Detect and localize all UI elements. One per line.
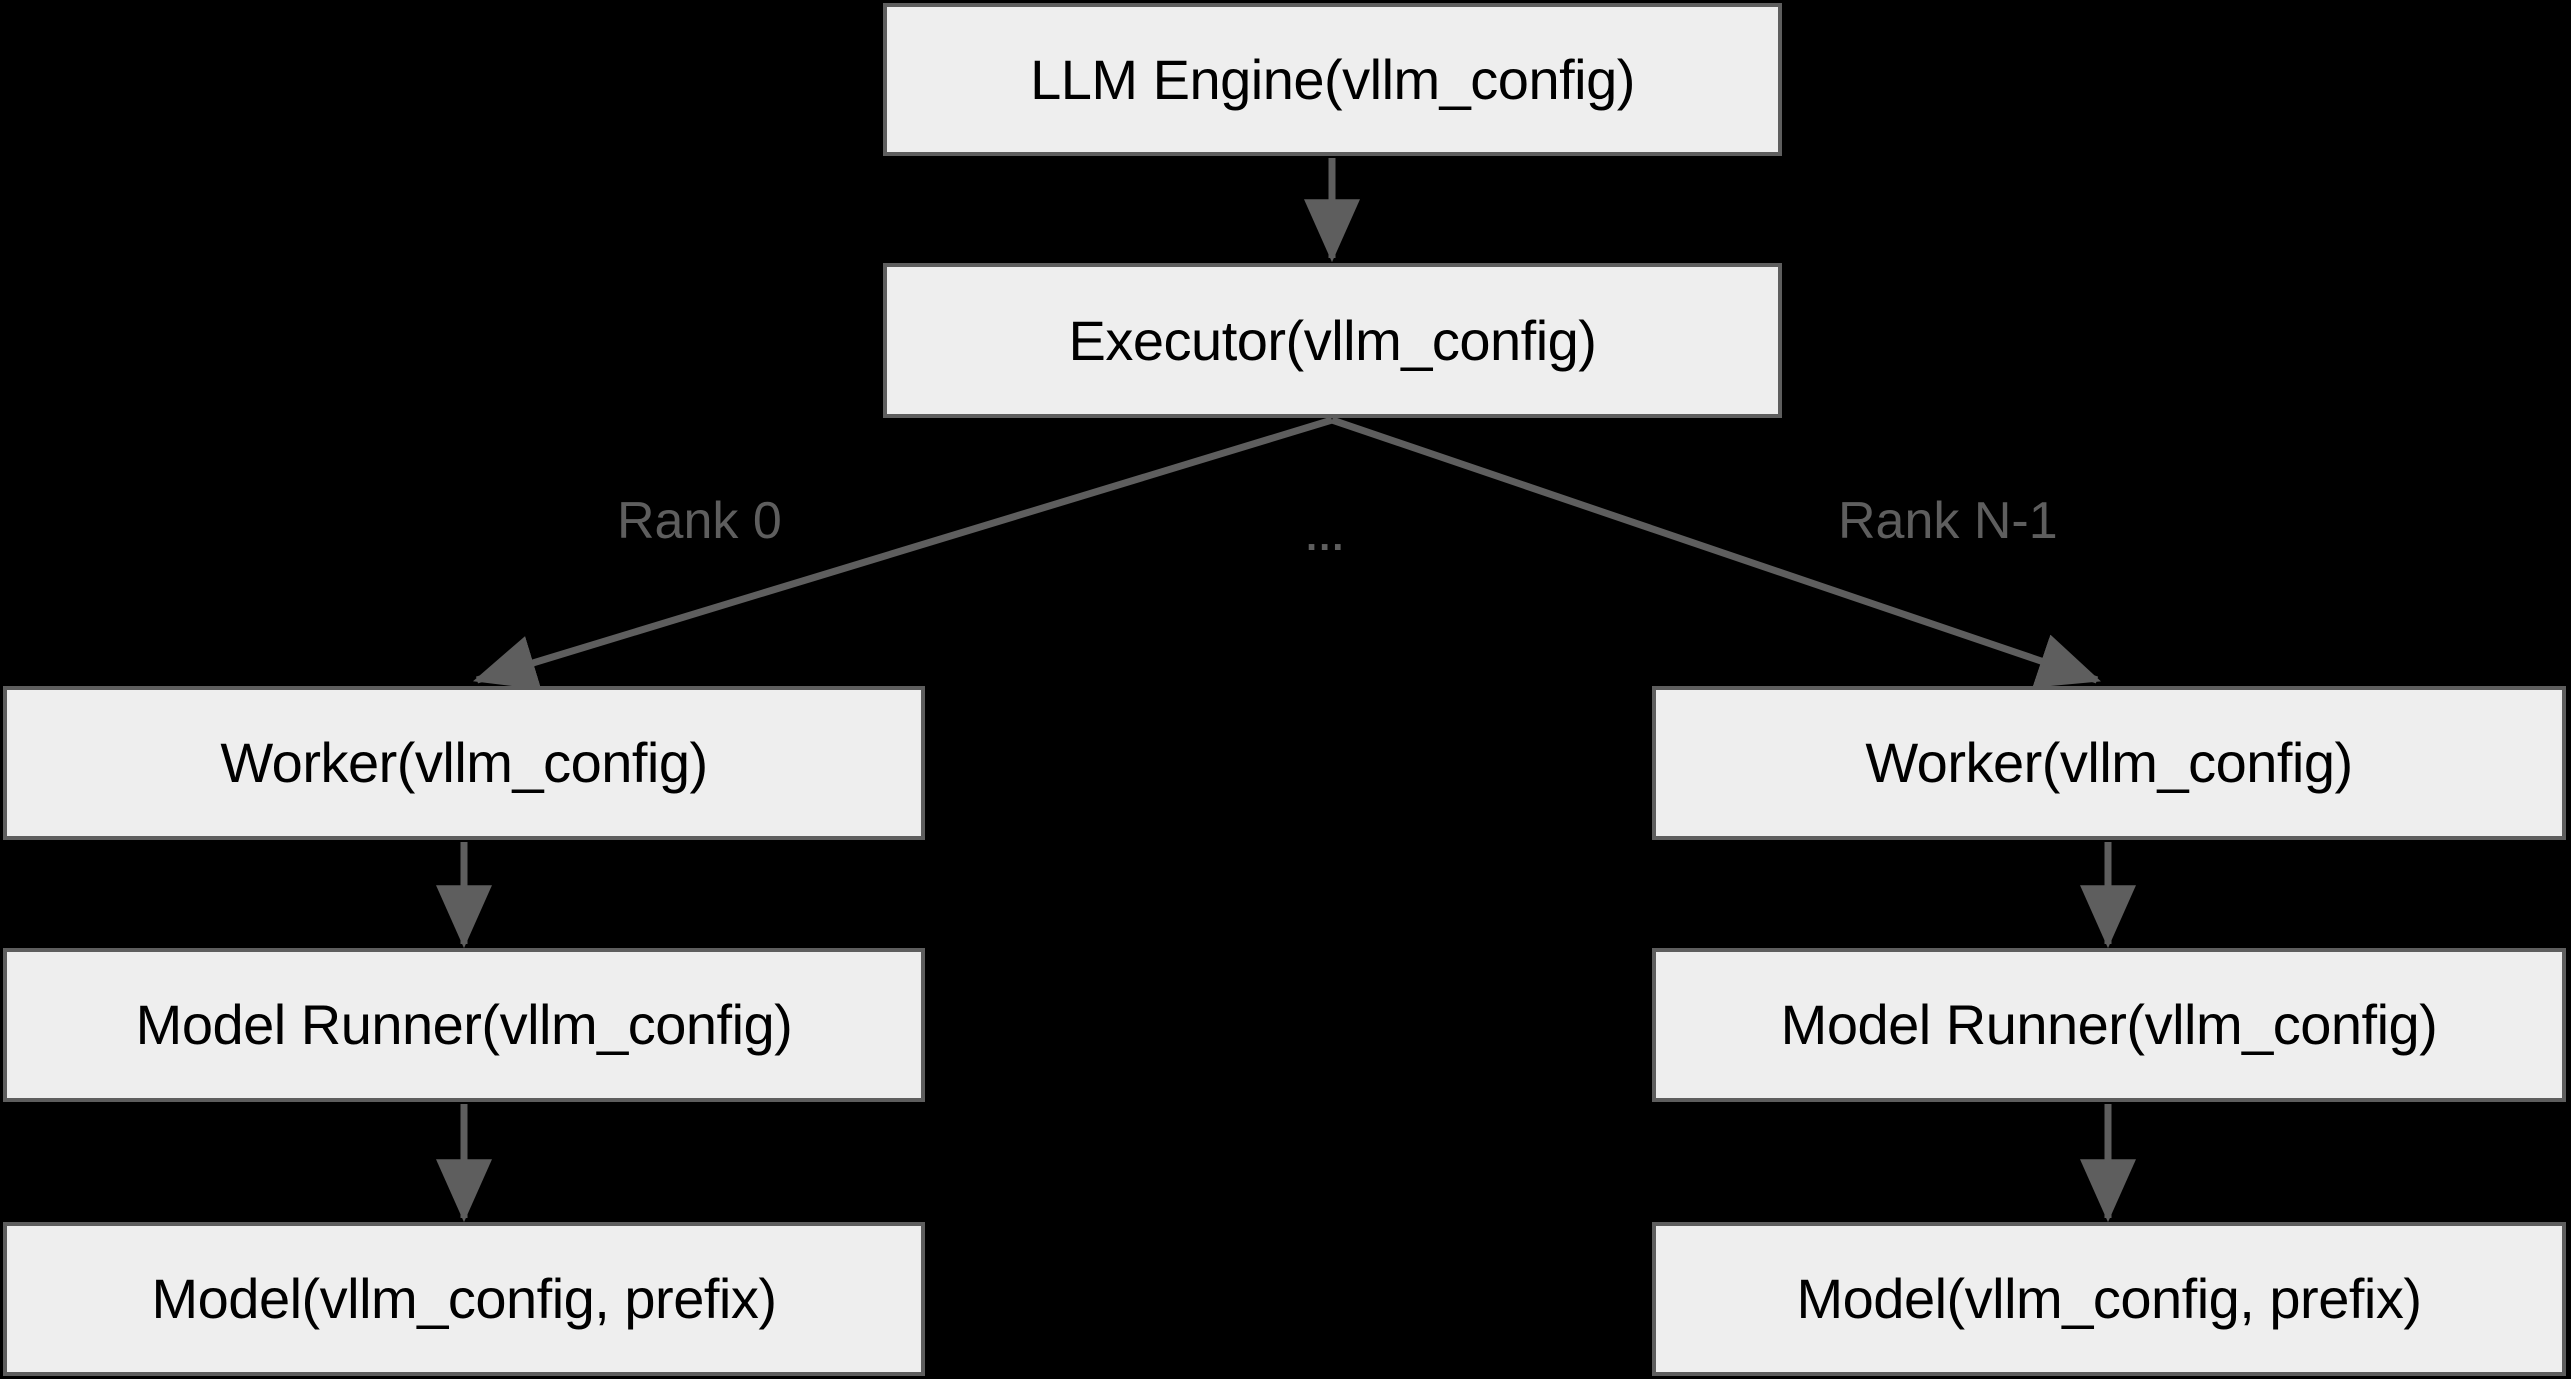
node-llm-engine-label: LLM Engine(vllm_config) xyxy=(1030,47,1635,111)
node-worker-rankn-label: Worker(vllm_config) xyxy=(1865,731,2353,794)
node-model-rankn-label: Model(vllm_config, prefix) xyxy=(1796,1267,2422,1330)
node-executor[interactable]: Executor(vllm_config) xyxy=(883,263,1782,418)
node-llm-engine[interactable]: LLM Engine(vllm_config) xyxy=(883,3,1782,156)
node-model-runner-rankn-label: Model Runner(vllm_config) xyxy=(1780,993,2438,1056)
edge-executor-to-worker-rank0 xyxy=(472,416,1334,690)
node-worker-rank0[interactable]: Worker(vllm_config) xyxy=(3,686,925,840)
edge-label-rank-n-minus-1: Rank N-1 xyxy=(1838,492,2058,550)
node-model-runner-rank0-label: Model Runner(vllm_config) xyxy=(135,993,793,1056)
edge-label-rank-0: Rank 0 xyxy=(617,492,782,550)
node-model-runner-rankn[interactable]: Model Runner(vllm_config) xyxy=(1652,948,2566,1102)
node-model-rank0[interactable]: Model(vllm_config, prefix) xyxy=(3,1222,925,1376)
node-worker-rankn[interactable]: Worker(vllm_config) xyxy=(1652,686,2566,840)
node-model-runner-rank0[interactable]: Model Runner(vllm_config) xyxy=(3,948,925,1102)
node-model-rankn[interactable]: Model(vllm_config, prefix) xyxy=(1652,1222,2566,1376)
node-model-rank0-label: Model(vllm_config, prefix) xyxy=(151,1267,777,1330)
node-executor-label: Executor(vllm_config) xyxy=(1068,308,1597,372)
edge-executor-to-worker-rankn xyxy=(1330,416,2101,688)
node-worker-rank0-label: Worker(vllm_config) xyxy=(220,731,708,794)
edge-label-rank-ellipsis: ... xyxy=(1306,515,1346,559)
